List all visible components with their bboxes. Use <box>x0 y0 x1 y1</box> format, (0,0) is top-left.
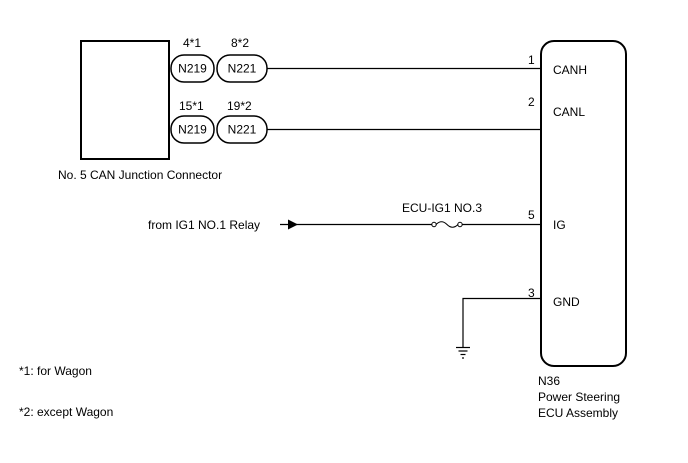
junction-connector-box <box>80 40 170 160</box>
connector-n221-canl-label: N221 <box>228 123 257 137</box>
ecu-id: N36 <box>538 374 560 388</box>
ecu-name-line2: ECU Assembly <box>538 406 618 420</box>
terminal-label-canl: CANL <box>553 105 585 119</box>
ecu-name-line1: Power Steering <box>538 390 620 404</box>
ecu-box <box>540 40 627 367</box>
connector-n219-canh <box>170 54 215 83</box>
fuse-label: ECU-IG1 NO.3 <box>402 201 482 215</box>
fuse-icon <box>431 221 463 228</box>
connector-n219-canl <box>170 115 215 144</box>
terminal-label-ig: IG <box>553 218 566 232</box>
terminal-label-gnd: GND <box>553 295 580 309</box>
wire-gnd <box>462 297 541 347</box>
pin-label-canl-non-wagon: 19*2 <box>227 99 252 113</box>
arrow-icon <box>288 219 298 230</box>
connector-n219-canh-label: N219 <box>178 62 207 76</box>
ground-icon <box>456 346 470 359</box>
terminal-label-canh: CANH <box>553 63 587 77</box>
terminal-pin-gnd: 3 <box>528 286 535 300</box>
power-source-label: from IG1 NO.1 Relay <box>148 218 260 232</box>
terminal-pin-canh: 1 <box>528 53 535 67</box>
note-wagon: *1: for Wagon <box>19 364 92 378</box>
junction-connector-label: No. 5 CAN Junction Connector <box>58 168 222 182</box>
pin-label-canh-non-wagon: 8*2 <box>231 36 249 50</box>
pin-label-canl-wagon: 15*1 <box>179 99 204 113</box>
connector-n221-canh-label: N221 <box>228 62 257 76</box>
pin-label-canh-wagon: 4*1 <box>183 36 201 50</box>
terminal-pin-canl: 2 <box>528 95 535 109</box>
note-except-wagon: *2: except Wagon <box>19 405 113 419</box>
connector-n219-canl-label: N219 <box>178 123 207 137</box>
terminal-pin-ig: 5 <box>528 208 535 222</box>
